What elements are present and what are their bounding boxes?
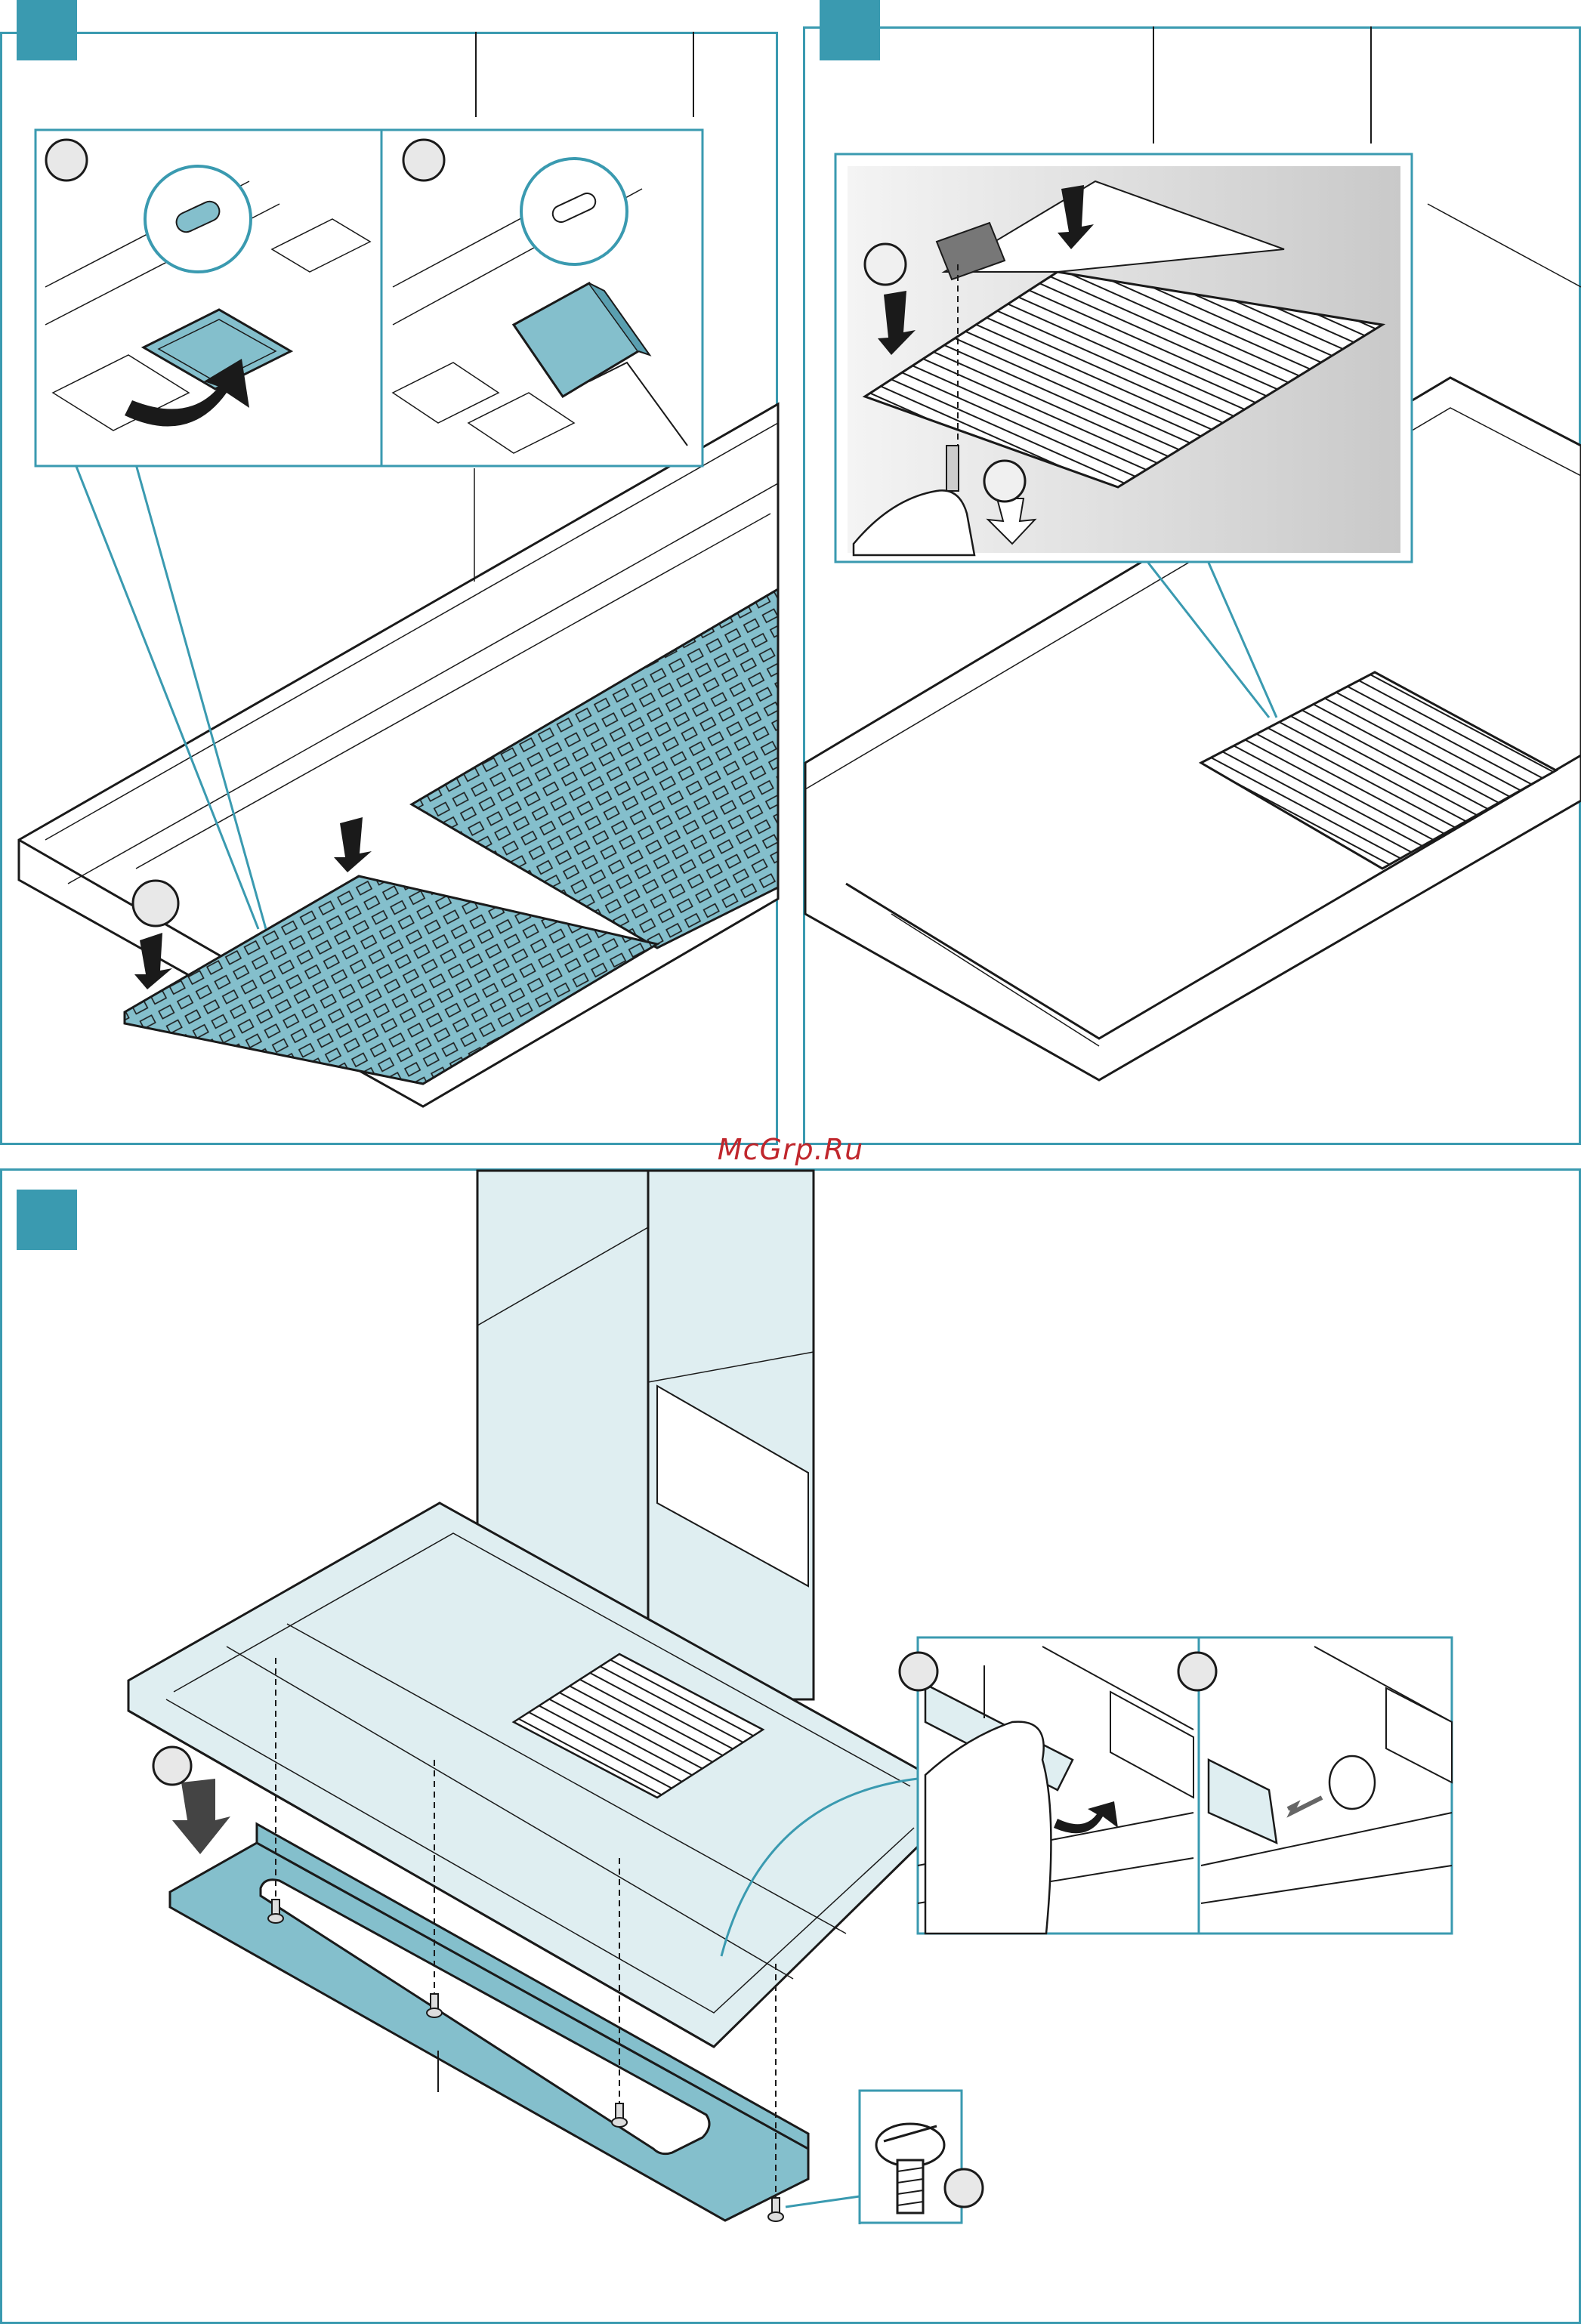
circle-callout xyxy=(865,244,906,285)
circle-callout xyxy=(133,881,178,926)
circle-callout xyxy=(1178,1653,1216,1690)
circle-callout xyxy=(153,1747,191,1785)
screw-detail xyxy=(786,2091,983,2224)
circle-callout xyxy=(900,1653,937,1690)
watermark: McGrp.Ru xyxy=(0,1133,1581,1166)
circle-callout xyxy=(984,461,1025,502)
arrow-down-icon xyxy=(172,1779,230,1854)
circle-callout xyxy=(945,2169,983,2207)
circle-callout xyxy=(46,140,87,181)
circle-callout xyxy=(403,140,444,181)
